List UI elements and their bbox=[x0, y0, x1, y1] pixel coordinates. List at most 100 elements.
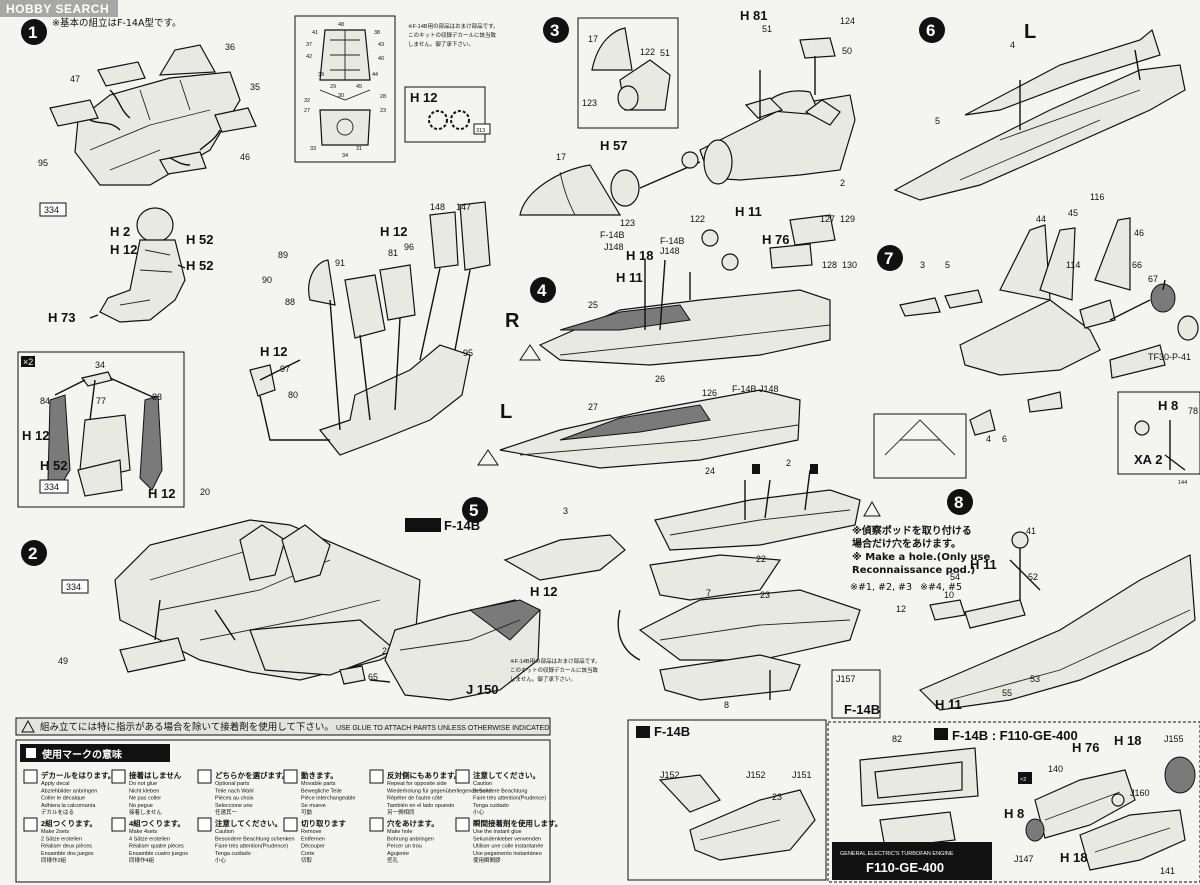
seat-81 bbox=[379, 264, 416, 321]
svg-text:J157: J157 bbox=[836, 674, 856, 684]
step-1: 1 ※基本の組立はF-14A型です。 36 35 47 46 95 334 H … bbox=[21, 17, 260, 325]
svg-text:47: 47 bbox=[70, 74, 80, 84]
legend-line: 2組つくります。 bbox=[41, 818, 97, 828]
engine-140 bbox=[1034, 769, 1136, 839]
part-22 bbox=[649, 554, 782, 601]
svg-text:このキットの収録デカールに該当致: このキットの収録デカールに該当致 bbox=[510, 666, 599, 674]
svg-text:41: 41 bbox=[312, 30, 318, 36]
svg-text:39: 39 bbox=[318, 72, 324, 78]
svg-text:17: 17 bbox=[556, 152, 566, 162]
legend-line: Use pegamento instantáneo bbox=[473, 851, 542, 857]
radar-disc bbox=[610, 169, 640, 207]
step-7: 7 3 5 44 45 46 114 116 66 67 TF30-P-41 4… bbox=[873, 192, 1200, 486]
landing-gear-door bbox=[964, 599, 1026, 629]
legend-line: 使用瞬間膠 bbox=[473, 856, 501, 864]
legend-line: Do not glue bbox=[129, 781, 157, 787]
svg-text:28: 28 bbox=[380, 94, 386, 100]
seat-rail-84 bbox=[47, 394, 71, 491]
pilot-89-90 bbox=[308, 259, 336, 306]
svg-text:H 11: H 11 bbox=[616, 270, 643, 285]
svg-text:しません。御了承下さい。: しません。御了承下さい。 bbox=[510, 675, 576, 683]
step-number: 8 bbox=[954, 493, 963, 512]
instant-glue-icon bbox=[455, 817, 470, 832]
vertical-tail-45 bbox=[1039, 227, 1076, 301]
svg-text:J148: J148 bbox=[604, 242, 624, 252]
legend-line: Utiliser une colle instantanée bbox=[473, 844, 543, 850]
legend-line: Ne pas coller bbox=[129, 796, 161, 802]
svg-text:127: 127 bbox=[820, 214, 835, 224]
legend-line: Wiederholung für gegenüberliegende Seite bbox=[387, 788, 492, 794]
engine-box: F-14B : F110-GE-400 82 GENERAL ELECTRIC'… bbox=[827, 721, 1200, 883]
hole-icon bbox=[369, 817, 384, 832]
legend-line: Ensamble cuatro juegos bbox=[129, 851, 188, 857]
legend-line: Pièces au choix bbox=[215, 796, 254, 802]
svg-text:20: 20 bbox=[200, 487, 210, 497]
svg-text:F-14B: F-14B bbox=[600, 230, 625, 240]
glue-notice: 組み立てには特に指示がある場合を除いて接着剤を使用して下さい。 USE GLUE… bbox=[15, 717, 551, 736]
legend-line: どちらかを選びます。 bbox=[215, 770, 289, 780]
svg-text:×2: ×2 bbox=[1020, 777, 1026, 783]
svg-text:H 18: H 18 bbox=[626, 248, 653, 263]
legend-line: Corte bbox=[301, 851, 314, 857]
svg-text:89: 89 bbox=[278, 250, 288, 260]
part-3 bbox=[503, 534, 626, 581]
svg-text:×2: ×2 bbox=[23, 357, 33, 367]
svg-text:48: 48 bbox=[338, 22, 344, 28]
svg-text:80: 80 bbox=[288, 390, 298, 400]
wing-glove bbox=[893, 64, 1186, 201]
svg-text:GENERAL ELECTRIC'S TURBOFAN EN: GENERAL ELECTRIC'S TURBOFAN ENGINE bbox=[840, 851, 954, 857]
svg-text:67: 67 bbox=[1148, 274, 1158, 284]
legend-line: 同樣作4組 bbox=[129, 856, 155, 864]
svg-text:25: 25 bbox=[588, 300, 598, 310]
crew-seat-b bbox=[281, 524, 331, 583]
svg-text:5: 5 bbox=[945, 260, 950, 270]
svg-text:H 81: H 81 bbox=[740, 8, 767, 23]
part-51 bbox=[744, 97, 784, 119]
legend-line: Make hole bbox=[387, 829, 412, 835]
svg-text:XA 2: XA 2 bbox=[1134, 452, 1162, 467]
step-number: 4 bbox=[537, 281, 547, 300]
legend-line: Make 2sets bbox=[41, 829, 69, 835]
svg-text:5: 5 bbox=[935, 116, 940, 126]
svg-text:130: 130 bbox=[842, 260, 857, 270]
svg-text:H 57: H 57 bbox=[600, 138, 627, 153]
cut-icon bbox=[283, 817, 298, 832]
svg-text:144: 144 bbox=[1178, 480, 1187, 486]
svg-text:34: 34 bbox=[342, 153, 348, 159]
svg-text:22: 22 bbox=[756, 554, 766, 564]
svg-text:6: 6 bbox=[1002, 434, 1007, 444]
legend-line: Découper bbox=[301, 844, 325, 850]
legend-line: 可動 bbox=[301, 808, 313, 816]
svg-text:H 18: H 18 bbox=[1114, 733, 1141, 748]
svg-text:51: 51 bbox=[762, 24, 772, 34]
svg-text:4: 4 bbox=[1010, 40, 1015, 50]
movable-icon bbox=[283, 769, 298, 784]
svg-text:29: 29 bbox=[330, 84, 336, 90]
legend-line: 接着しません bbox=[129, 808, 162, 816]
legend: 使用マークの意味 デカールをはります。Apply decalAbziehbild… bbox=[15, 739, 562, 883]
svg-text:65: 65 bbox=[368, 672, 378, 682]
step-number: 3 bbox=[550, 21, 559, 40]
legend-line: Movable parts bbox=[301, 781, 336, 787]
svg-text:78: 78 bbox=[1188, 406, 1198, 416]
part-49 bbox=[119, 637, 186, 673]
svg-text:44: 44 bbox=[1036, 214, 1046, 224]
svg-text:3: 3 bbox=[563, 506, 568, 516]
svg-text:46: 46 bbox=[1134, 228, 1144, 238]
step-4: 4 R L H 11 H 18 F-14B J148 F-14B J148 25… bbox=[477, 214, 857, 476]
star-icon bbox=[23, 769, 38, 784]
svg-text:122: 122 bbox=[690, 214, 705, 224]
svg-text:90: 90 bbox=[262, 275, 272, 285]
side-label-L6: L bbox=[1024, 21, 1036, 43]
watermark-text: HOBBY SEARCH bbox=[6, 2, 109, 16]
make-4-icon bbox=[111, 817, 126, 832]
svg-text:140: 140 bbox=[1048, 764, 1063, 774]
legend-line: Remove bbox=[301, 829, 321, 835]
decal-35 bbox=[214, 107, 257, 133]
svg-text:17: 17 bbox=[588, 34, 598, 44]
svg-text:24: 24 bbox=[705, 466, 715, 476]
svg-text:H 76: H 76 bbox=[1072, 740, 1099, 755]
lower-fuselage-23 bbox=[638, 589, 861, 661]
